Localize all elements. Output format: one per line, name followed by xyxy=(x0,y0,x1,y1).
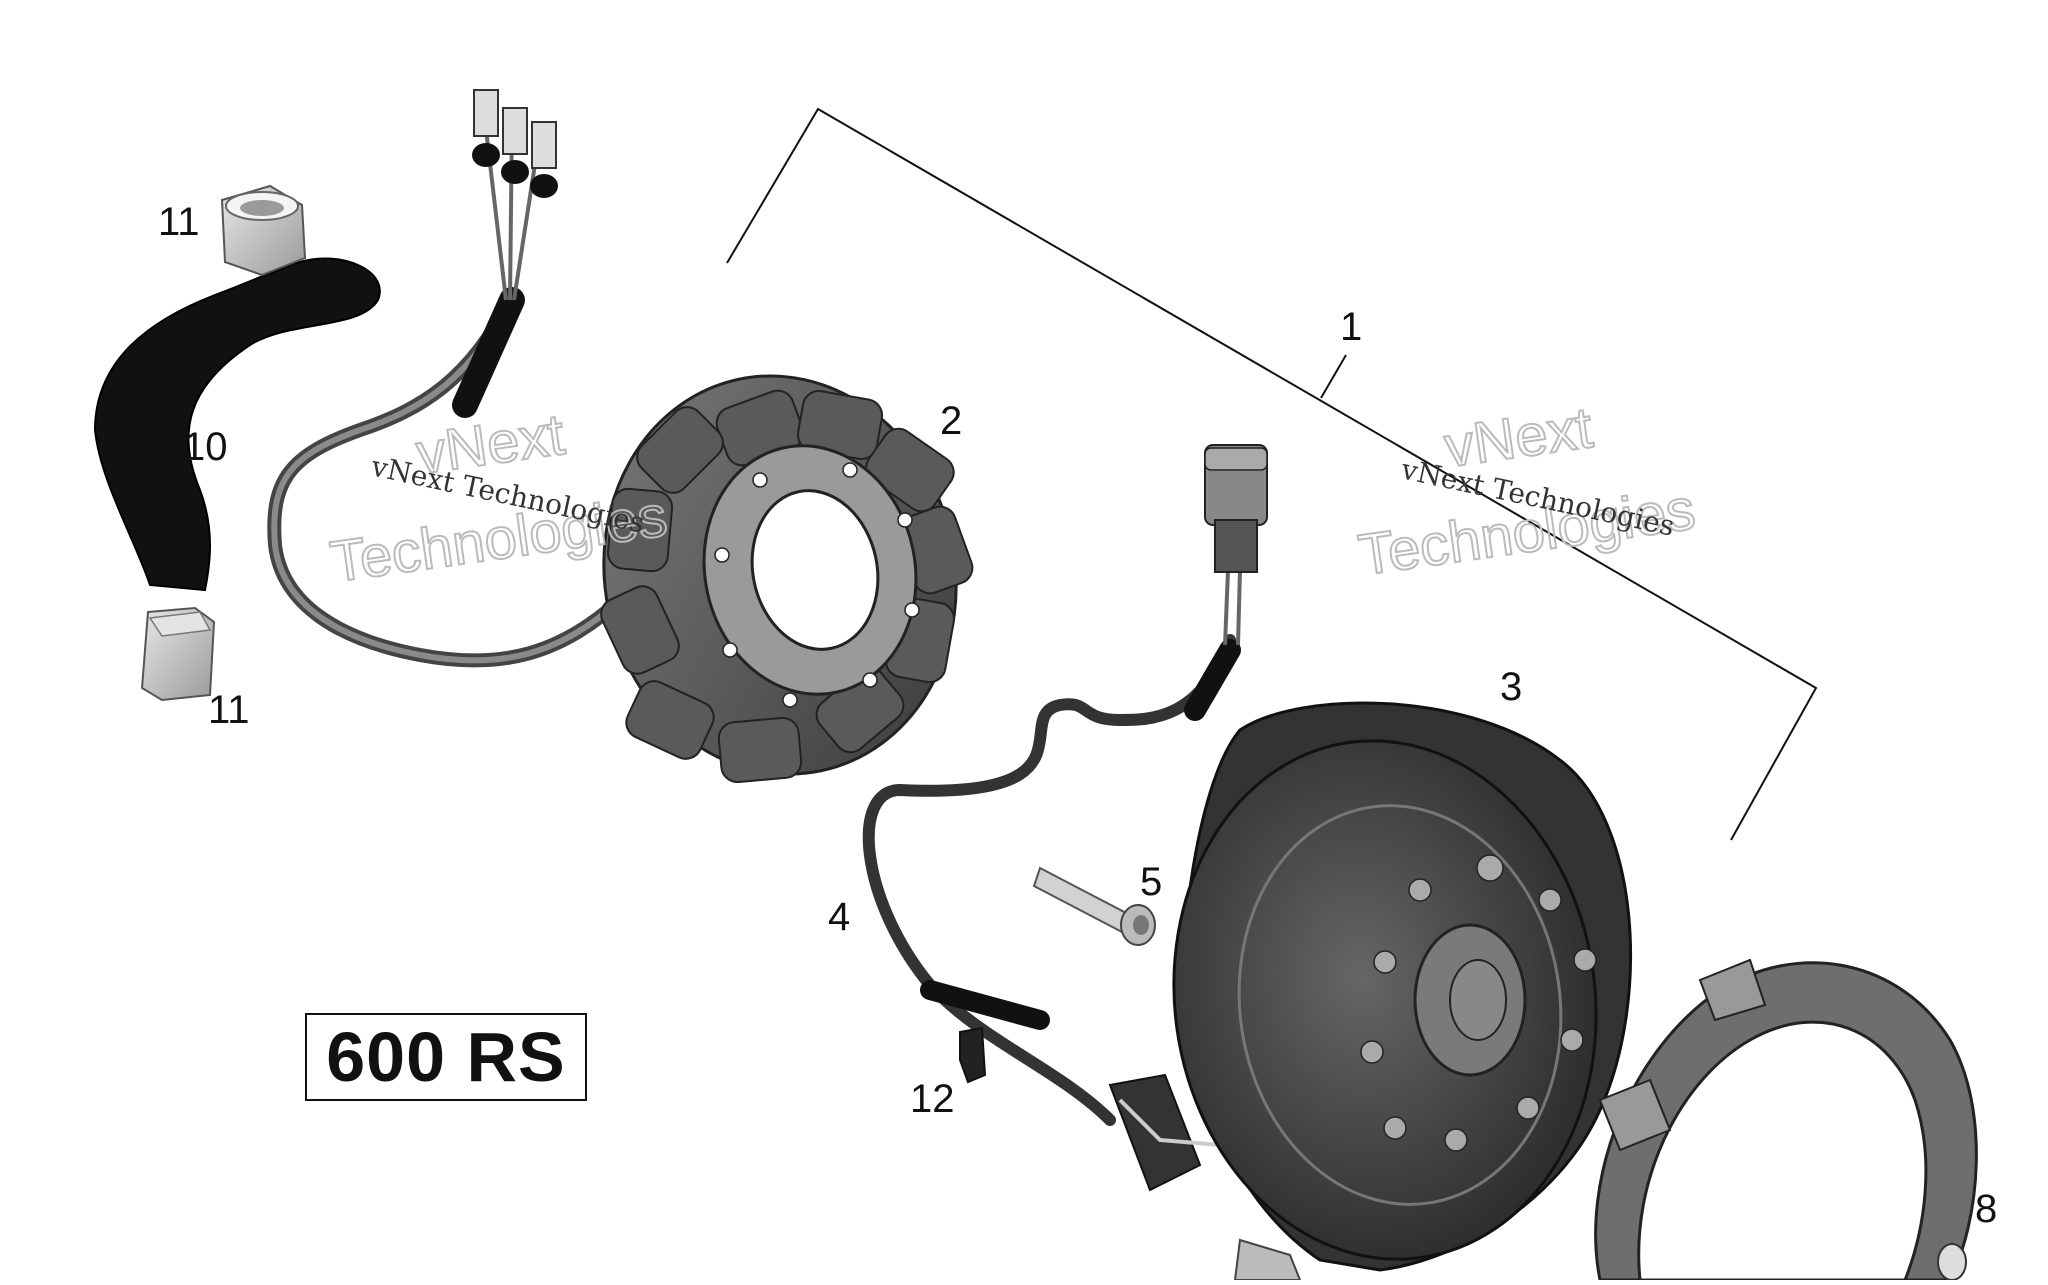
bolt-part xyxy=(1032,866,1156,946)
callout-1: 1 xyxy=(1340,305,1362,349)
assembly-bracket xyxy=(726,107,1818,841)
callout-3: 3 xyxy=(1500,665,1522,709)
model-label-box: 600 RS xyxy=(305,1013,587,1101)
sensor-harness xyxy=(862,444,1268,1192)
callout-5: 5 xyxy=(1140,860,1162,904)
plug-part xyxy=(959,1026,987,1084)
callout-11-top: 11 xyxy=(158,200,200,244)
nut-bottom xyxy=(140,606,216,702)
sleeve-part xyxy=(93,257,381,592)
stator-part xyxy=(600,374,974,784)
callout-12: 12 xyxy=(910,1077,955,1121)
callout-10: 10 xyxy=(183,425,228,469)
callout-leader-1 xyxy=(1320,354,1347,399)
stator-harness xyxy=(267,89,627,668)
callout-2: 2 xyxy=(940,399,962,443)
ring-gear-part xyxy=(1594,958,1978,1282)
callout-11-bottom: 11 xyxy=(208,688,250,732)
callout-4: 4 xyxy=(828,895,850,939)
callout-8: 8 xyxy=(1975,1187,1997,1231)
model-label: 600 RS xyxy=(326,1018,566,1096)
flywheel-part xyxy=(1172,701,1632,1272)
nut-top xyxy=(220,184,307,277)
bolt-part-bottom xyxy=(1233,1238,1302,1281)
